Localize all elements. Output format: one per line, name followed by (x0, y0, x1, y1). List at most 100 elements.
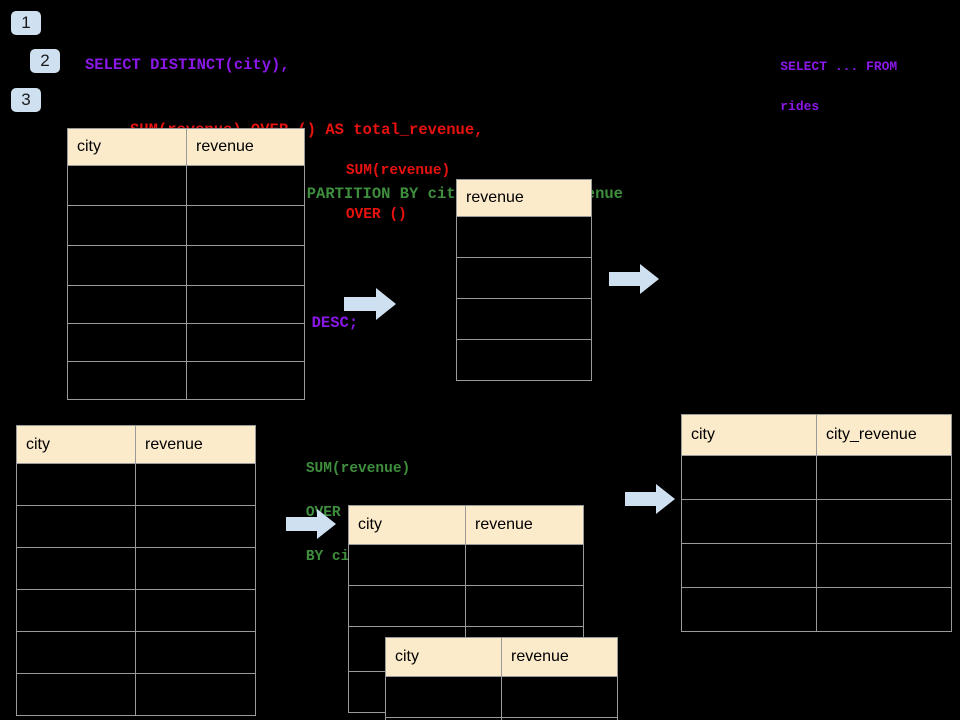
table-row (456, 298, 592, 340)
annotation-sum-over-empty: SUM(revenue) OVER () (311, 138, 450, 248)
table-row (681, 587, 952, 632)
table-header-row: city revenue (385, 637, 618, 677)
step-badge-1: 1 (11, 11, 41, 35)
table-header-row: city revenue (16, 425, 256, 464)
cell-revenue (135, 673, 256, 716)
table-row (681, 543, 952, 588)
cell-revenue (186, 245, 305, 286)
cell-city (681, 543, 817, 588)
cell-revenue (135, 547, 256, 590)
table-row (67, 285, 305, 324)
column-header-revenue: revenue (186, 128, 305, 166)
table-header-row: revenue (456, 179, 592, 217)
cell-city (16, 673, 136, 716)
sql-line-select: SELECT DISTINCT(city), (85, 56, 290, 74)
cell-revenue (501, 717, 618, 720)
table-row (456, 257, 592, 299)
table-row (16, 631, 256, 674)
table-row (67, 165, 305, 206)
annotation-select-from-line1: SELECT ... FROM (780, 59, 898, 74)
final-result-table: city city_revenue (681, 414, 952, 632)
arrow-total-to-result (609, 264, 659, 294)
cell-revenue (186, 205, 305, 246)
cell-revenue (135, 631, 256, 674)
cell-city (681, 455, 817, 500)
cell-revenue (465, 544, 584, 586)
step-badge-2: 2 (30, 49, 60, 73)
table-row (385, 717, 618, 720)
arrow-source-to-total (344, 288, 396, 320)
cell-city (67, 205, 187, 246)
table-row (16, 463, 256, 506)
table-row (16, 505, 256, 548)
cell-revenue (135, 463, 256, 506)
cell-city (348, 544, 466, 586)
cell-city (16, 463, 136, 506)
cell-revenue (186, 165, 305, 206)
column-header-city: city (681, 414, 817, 456)
cell-city (16, 505, 136, 548)
cell-city (67, 361, 187, 400)
table-row (456, 216, 592, 258)
table-row (348, 585, 584, 627)
cell-city (67, 165, 187, 206)
partition-group-table-front: city revenue (385, 637, 618, 720)
cell-revenue (501, 676, 618, 718)
cell-city (385, 676, 502, 718)
table-row (16, 673, 256, 716)
table-row (385, 676, 618, 718)
column-header-city: city (16, 425, 136, 464)
table-row (348, 544, 584, 586)
cell-city (681, 587, 817, 632)
annotation-select-from-line2: rides (780, 99, 820, 114)
cell-revenue (135, 589, 256, 632)
annotation-sum-over-partition-line1: SUM(revenue) (305, 461, 411, 477)
column-header-city: city (67, 128, 187, 166)
table-row (681, 455, 952, 500)
cell-city-revenue (816, 587, 952, 632)
cell-revenue (456, 257, 592, 299)
annotation-select-from: SELECT ... FROM rides (749, 37, 897, 137)
column-header-revenue: revenue (465, 505, 584, 545)
cell-city (16, 547, 136, 590)
annotation-sum-over-empty-line1: SUM(revenue) (345, 163, 451, 179)
cell-revenue (456, 216, 592, 258)
table-row (67, 361, 305, 400)
cell-city-revenue (816, 499, 952, 544)
table-header-row: city city_revenue (681, 414, 952, 456)
rides-source-table-bottom: city revenue (16, 425, 256, 716)
table-row (456, 339, 592, 381)
cell-city (16, 631, 136, 674)
arrow-source-to-partition (286, 509, 336, 539)
cell-revenue (186, 285, 305, 324)
table-header-row: city revenue (348, 505, 584, 545)
cell-city (67, 323, 187, 362)
table-row (67, 323, 305, 362)
column-header-city: city (385, 637, 502, 677)
column-header-revenue: revenue (135, 425, 256, 464)
cell-revenue (456, 298, 592, 340)
rides-source-table-top: city revenue (67, 128, 305, 400)
table-row (681, 499, 952, 544)
step-badge-3: 3 (11, 88, 41, 112)
column-header-revenue: revenue (501, 637, 618, 677)
cell-revenue (135, 505, 256, 548)
table-row (67, 205, 305, 246)
column-header-city-revenue: city_revenue (816, 414, 952, 456)
table-row (16, 589, 256, 632)
table-row (67, 245, 305, 286)
cell-city (67, 245, 187, 286)
annotation-sum-over-empty-line2: OVER () (345, 207, 407, 223)
table-header-row: city revenue (67, 128, 305, 166)
column-header-city: city (348, 505, 466, 545)
cell-revenue (456, 339, 592, 381)
cell-city-revenue (816, 455, 952, 500)
arrow-partition-to-result (625, 484, 675, 514)
cell-city-revenue (816, 543, 952, 588)
cell-city (348, 585, 466, 627)
cell-revenue (186, 361, 305, 400)
column-header-revenue: revenue (456, 179, 592, 217)
cell-city (681, 499, 817, 544)
cell-revenue (465, 585, 584, 627)
